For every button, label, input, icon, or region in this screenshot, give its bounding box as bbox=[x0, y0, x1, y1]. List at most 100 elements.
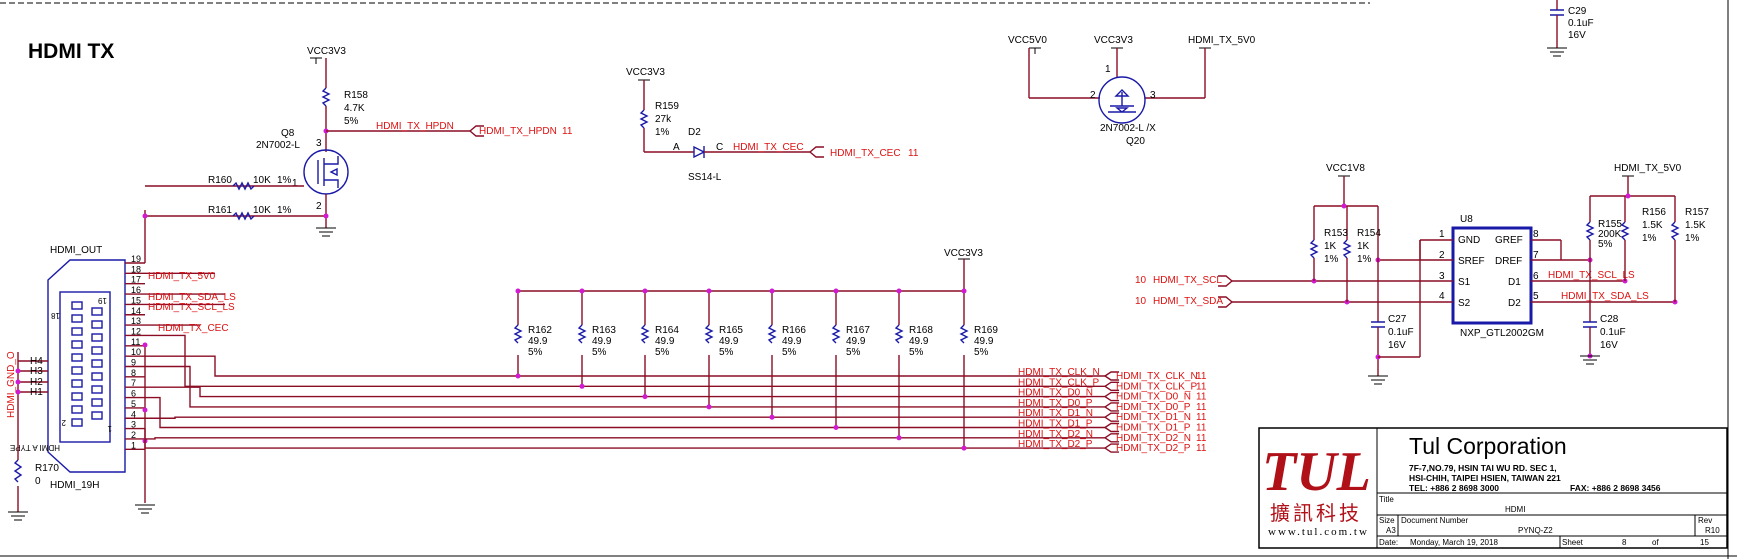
connector-ref: HDMI_OUT bbox=[50, 245, 102, 256]
shield-pin: H1 bbox=[30, 387, 43, 398]
connector-part: HDMI_19H bbox=[50, 480, 99, 491]
term-res-ref: R163 bbox=[592, 325, 616, 336]
r158-value: 4.7K bbox=[344, 103, 365, 114]
term-res-tol: 5% bbox=[592, 347, 607, 358]
r157-value: 1.5K bbox=[1685, 220, 1706, 231]
port-arrow bbox=[1104, 412, 1119, 422]
q20-pin: 2 bbox=[1090, 90, 1096, 101]
d2-a: A bbox=[673, 142, 680, 153]
r156-ref: R156 bbox=[1642, 207, 1666, 218]
connector-pin-number: 16 bbox=[131, 285, 141, 295]
company-addr2: HSI-CHIH, TAIPEI HSIEN, TAIWAN 221 bbox=[1409, 473, 1561, 483]
u8-pin: 8 bbox=[1533, 229, 1539, 240]
diff-port-label: HDMI_TX_CLK_P bbox=[1116, 381, 1197, 392]
shield-pin: H2 bbox=[30, 377, 43, 388]
u8-pin: 4 bbox=[1439, 291, 1445, 302]
diff-net-label: HDMI_TX_D0_N bbox=[1018, 388, 1093, 399]
connector-pad bbox=[71, 314, 83, 323]
title-value: HDMI bbox=[1505, 505, 1525, 514]
connector-pad bbox=[71, 301, 83, 310]
connector-pad bbox=[91, 372, 103, 381]
connector-pin-number: 3 bbox=[131, 420, 136, 430]
c29: C29 0.1uF 16V bbox=[1547, 0, 1594, 57]
sheet-value: 8 bbox=[1622, 538, 1627, 547]
diff-port-page: 11 bbox=[1196, 412, 1207, 423]
connector-pin-number: 4 bbox=[131, 409, 136, 419]
diff-port-label: HDMI_TX_CLK_N bbox=[1116, 371, 1198, 382]
connector-pin-number: 18 bbox=[131, 264, 141, 274]
r160-ref: R160 bbox=[208, 175, 232, 186]
u8-pin-name: S2 bbox=[1458, 298, 1471, 309]
diff-port-label: HDMI_TX_D2_P bbox=[1116, 443, 1191, 454]
term-res-body bbox=[894, 324, 904, 344]
u8-out-net: HDMI_TX_SDA_LS bbox=[1561, 291, 1649, 302]
connector-pad bbox=[91, 359, 103, 368]
diff-port-label: HDMI_TX_D0_P bbox=[1116, 402, 1191, 413]
term-res-body bbox=[640, 324, 650, 344]
d2-ref: D2 bbox=[688, 127, 701, 138]
port-arrow bbox=[1104, 443, 1119, 453]
u8-out-net: HDMI_TX_SCL_LS bbox=[1548, 270, 1635, 281]
junction bbox=[769, 414, 775, 420]
u8-in-page: 10 bbox=[1135, 296, 1147, 307]
u8-pin: 6 bbox=[1533, 271, 1539, 282]
c28-volt: 16V bbox=[1600, 340, 1618, 351]
net-label: HDMI_TX_SDA_LS bbox=[148, 292, 236, 303]
face-pin-2: 2 bbox=[61, 418, 66, 427]
hpd-circuit: R158 4.7K 5% HDMI_TX_HPDN HDMI_TX_HPDN 1… bbox=[142, 57, 573, 237]
diff-port-page: 11 bbox=[1196, 433, 1207, 444]
connector-pad bbox=[91, 307, 103, 316]
rev-value: R10 bbox=[1705, 526, 1720, 535]
diff-trace bbox=[145, 437, 1105, 440]
junction bbox=[706, 404, 712, 410]
c27-value: 0.1uF bbox=[1388, 327, 1414, 338]
rail-label: VCC3V3 bbox=[1094, 35, 1133, 46]
q20-ref: Q20 bbox=[1126, 136, 1145, 147]
rail-label: VCC3V3 bbox=[307, 46, 346, 57]
sheet-label: Sheet bbox=[1562, 538, 1584, 547]
connector-pin-number: 9 bbox=[131, 358, 136, 368]
connector-gnd-bus bbox=[135, 210, 155, 514]
r155-ref: R155 bbox=[1598, 219, 1622, 230]
junction bbox=[579, 383, 585, 389]
term-res-value: 49.9 bbox=[719, 336, 739, 347]
date-value: Monday, March 19, 2018 bbox=[1410, 538, 1498, 547]
u8-pin-name: GND bbox=[1458, 235, 1480, 246]
diff-trace bbox=[145, 355, 1105, 377]
port-arrow bbox=[1104, 433, 1119, 443]
rev-label: Rev bbox=[1698, 516, 1712, 525]
diff-trace bbox=[145, 386, 1105, 398]
connector-pad bbox=[71, 353, 83, 362]
connector-pin-nets: HDMI_TX_5V0 HDMI_TX_SDA_LS HDMI_TX_SCL_L… bbox=[148, 271, 236, 334]
term-res-tol: 5% bbox=[719, 347, 734, 358]
u8-pin: 5 bbox=[1533, 291, 1539, 302]
r157-ref: R157 bbox=[1685, 207, 1709, 218]
d2-part: SS14-L bbox=[688, 172, 722, 183]
r160-tol: 1% bbox=[277, 175, 292, 186]
connector-pad bbox=[91, 333, 103, 342]
doc-label: Document Number bbox=[1401, 516, 1468, 525]
diff-port-page: 11 bbox=[1196, 392, 1207, 403]
diff-net-label: HDMI_TX_CLK_N bbox=[1018, 367, 1100, 378]
junction bbox=[896, 435, 902, 441]
c28-ref: C28 bbox=[1600, 314, 1619, 325]
connector-pin-number: 19 bbox=[131, 254, 141, 264]
connector-shield: H4 H3 H2 H1 HDMI_GND_O R170 0 bbox=[6, 351, 59, 521]
diff-net-label: HDMI_TX_D2_N bbox=[1018, 429, 1093, 440]
diff-port-label: HDMI_TX_D0_N bbox=[1116, 392, 1191, 403]
term-res-value: 49.9 bbox=[592, 336, 612, 347]
c29-volt: 16V bbox=[1568, 30, 1586, 41]
term-res-value: 49.9 bbox=[528, 336, 548, 347]
r156-tol: 1% bbox=[1642, 233, 1657, 244]
r160-value: 10K bbox=[253, 175, 271, 186]
termination-network: R16249.95%R16349.95%R16449.95%R16549.95%… bbox=[513, 258, 998, 358]
size-label: Size bbox=[1379, 516, 1395, 525]
r159-ref: R159 bbox=[655, 101, 679, 112]
connector-pin-number: 7 bbox=[131, 378, 136, 388]
connector-pad bbox=[71, 405, 83, 414]
term-res-value: 49.9 bbox=[974, 336, 994, 347]
term-res-tol: 5% bbox=[974, 347, 989, 358]
u8-part: NXP_GTL2002GM bbox=[1460, 328, 1544, 339]
connector-pin-number: 2 bbox=[131, 430, 136, 440]
